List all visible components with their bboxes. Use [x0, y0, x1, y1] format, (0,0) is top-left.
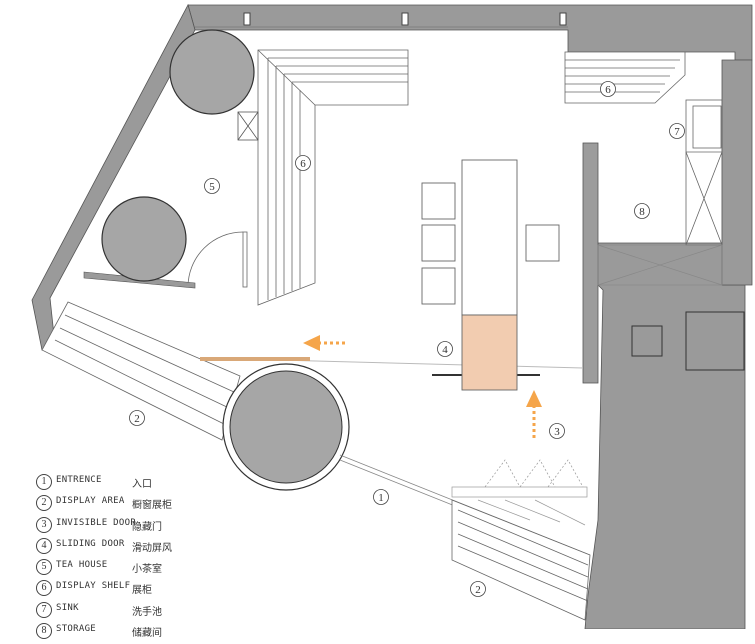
callout-3: 3: [549, 423, 565, 439]
legend-label-en: DISPLAY SHELF: [56, 581, 131, 592]
mullion: [401, 12, 409, 26]
legend-label-zh: 入口: [132, 479, 152, 490]
legend-label-en: SLIDING DOOR: [56, 538, 125, 549]
tea-house-door: [187, 231, 248, 288]
callout-8: 8: [634, 203, 650, 219]
legend-item: 4 SLIDING DOOR 滑动屏风: [36, 537, 256, 559]
column-center-core: [229, 370, 343, 484]
legend-item: 8 STORAGE 储藏间: [36, 623, 256, 644]
callout-6b: 6: [600, 81, 616, 97]
legend-label-en: INVISIBLE DOOR: [56, 517, 137, 528]
legend-label-zh: 展柜: [132, 585, 152, 597]
legend-item: 7 SINK 洗手池: [36, 601, 256, 623]
wall-storage-right: [721, 59, 753, 286]
sink-basin: [692, 105, 722, 149]
legend: 1 ENTRENCE 入口 2 DISPLAY AREA 橱窗展柜 3 INVI…: [36, 474, 256, 644]
table: [461, 159, 518, 316]
svg-text:4: 4: [442, 344, 448, 356]
svg-text:6: 6: [300, 158, 306, 170]
svg-text:2: 2: [134, 413, 140, 425]
callout-2b: 2: [470, 581, 486, 597]
arrow-up-icon: [526, 390, 542, 438]
invisible-door: [451, 459, 588, 526]
svg-text:7: 7: [674, 126, 680, 138]
callout-5: 5: [204, 178, 220, 194]
legend-label-en: DISPLAY AREA: [56, 496, 125, 507]
sliding-door-left: [200, 357, 310, 361]
legend-label-zh: 隐藏门: [132, 521, 162, 533]
legend-number: 2: [36, 495, 52, 512]
legend-item: 6 DISPLAY SHELF 展柜: [36, 580, 256, 601]
electrical-box: [237, 111, 259, 141]
display-shelf-right: [564, 51, 686, 104]
stool: [421, 182, 456, 220]
legend-label-zh: 橱窗展柜: [132, 500, 172, 512]
legend-item: 5 TEA HOUSE 小茶室: [36, 559, 256, 580]
legend-label-zh: 洗手池: [132, 606, 162, 618]
shaft-small: [631, 325, 663, 357]
stool: [421, 224, 456, 262]
svg-text:8: 8: [639, 206, 645, 218]
display-area-left: [41, 301, 241, 441]
legend-label-zh: 储藏间: [132, 628, 162, 640]
callout-1: 1: [373, 489, 389, 505]
stool: [421, 267, 456, 305]
svg-text:6: 6: [605, 84, 611, 96]
legend-label-en: STORAGE: [56, 624, 97, 635]
mullion: [559, 12, 567, 26]
floor-plan: 1 2 2 3 4 5 6 6: [31, 3, 753, 629]
legend-number: 3: [36, 516, 52, 533]
legend-label-zh: 滑动屏风: [132, 542, 172, 554]
sink-counter: [685, 99, 723, 246]
svg-text:3: 3: [554, 426, 560, 438]
storage-box: [597, 244, 723, 286]
stool: [525, 224, 560, 262]
legend-number: 6: [36, 580, 52, 597]
column-tea: [101, 196, 187, 282]
display-area-bottom: [451, 499, 591, 621]
legend-label-en: ENTRENCE: [56, 475, 102, 485]
legend-number: 5: [36, 559, 52, 576]
legend-item: 1 ENTRENCE 入口: [36, 474, 256, 495]
display-shelf-left: [257, 49, 409, 306]
callout-6a: 6: [295, 155, 311, 171]
arrow-left-icon: [303, 335, 345, 351]
legend-label-en: TEA HOUSE: [56, 560, 108, 571]
shaft-large: [685, 311, 745, 371]
legend-label-zh: 小茶室: [132, 564, 162, 576]
callout-4: 4: [437, 341, 453, 357]
partition-8: [582, 142, 599, 384]
callout-2a: 2: [129, 410, 145, 426]
svg-text:2: 2: [475, 584, 481, 596]
walls: [31, 3, 753, 629]
legend-number: 4: [36, 537, 52, 554]
legend-item: 2 DISPLAY AREA 橱窗展柜: [36, 495, 256, 516]
callout-7: 7: [669, 123, 685, 139]
wall-top: [187, 4, 753, 61]
wall-right-lower: [584, 242, 746, 629]
legend-label-en: SINK: [56, 602, 79, 613]
column-top-left: [169, 29, 255, 115]
legend-item: 3 INVISIBLE DOOR 隐藏门: [36, 516, 256, 538]
svg-text:1: 1: [378, 492, 384, 504]
legend-number: 8: [36, 623, 52, 640]
mullion: [243, 12, 251, 26]
svg-text:5: 5: [209, 181, 215, 193]
legend-number: 1: [36, 474, 52, 490]
table-extension: [461, 314, 518, 391]
wall-left: [31, 3, 196, 351]
legend-number: 7: [36, 601, 52, 618]
